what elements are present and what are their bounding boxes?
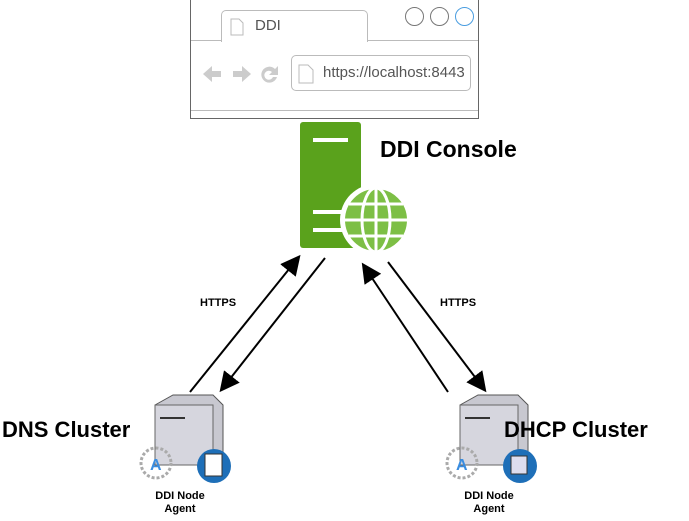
https-label-left: HTTPS <box>200 297 237 309</box>
svg-text:A: A <box>456 457 468 474</box>
agent-label-line2: Agent <box>473 503 505 515</box>
back-arrow-icon <box>203 66 221 82</box>
agent-label-line1: DDI Node <box>464 490 514 502</box>
window-button-close[interactable] <box>405 7 424 26</box>
forward-arrow-icon <box>233 66 251 82</box>
console-label: DDI Console <box>380 136 517 162</box>
dns-server-icon: A <box>139 394 231 483</box>
window-button-maximize[interactable] <box>455 7 474 26</box>
url-text: https://localhost:8443 <box>323 64 465 81</box>
dhcp-server-icon: A <box>445 394 537 483</box>
globe-icon <box>340 184 412 256</box>
dns-cluster-label: DNS Cluster <box>2 417 131 442</box>
browser-tab[interactable]: DDI <box>221 10 368 42</box>
svg-text:A: A <box>150 457 162 474</box>
url-bar[interactable]: https://localhost:8443 <box>291 55 471 91</box>
window-button-minimize[interactable] <box>430 7 449 26</box>
agent-label-line2: Agent <box>164 503 196 515</box>
connection-arrows <box>189 254 487 393</box>
reload-icon <box>261 66 278 83</box>
page-icon <box>298 64 314 84</box>
https-label-right: HTTPS <box>440 297 477 309</box>
page-icon <box>230 18 244 36</box>
browser-window: DDI https://localhost:8443 <box>190 0 479 119</box>
dhcp-cluster-label: DHCP Cluster <box>504 417 648 442</box>
browser-bottom-line <box>191 110 478 111</box>
nav-icons <box>203 66 278 83</box>
agent-label-line1: DDI Node <box>155 490 205 502</box>
tab-title: DDI <box>255 17 281 34</box>
